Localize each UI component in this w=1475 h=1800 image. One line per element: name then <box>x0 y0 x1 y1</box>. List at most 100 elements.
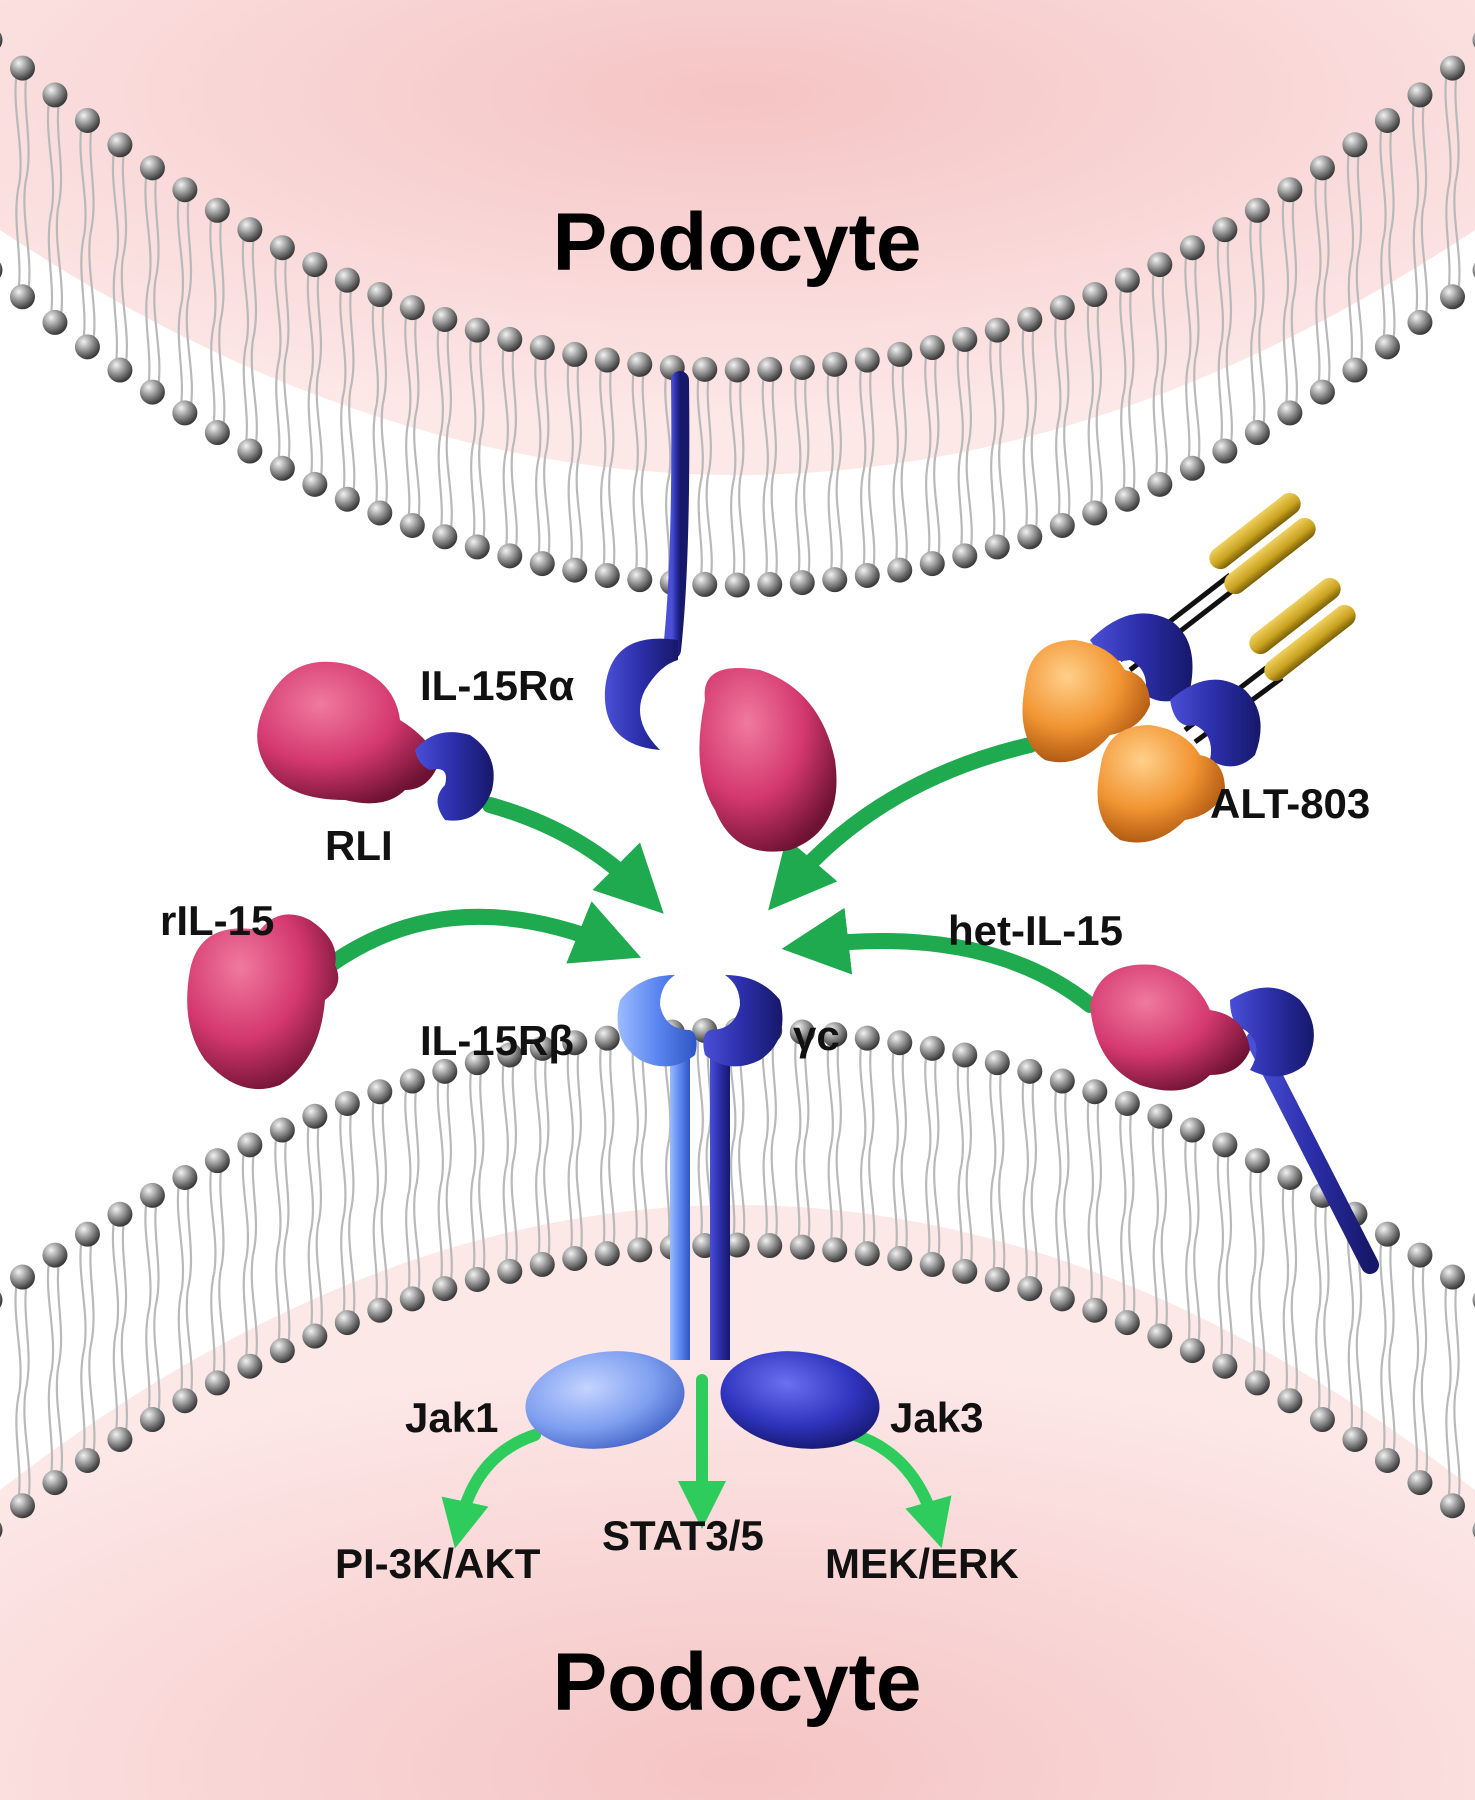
lipid-head <box>757 571 783 597</box>
lipid-tail <box>1030 427 1038 537</box>
lipid-tail <box>55 1368 64 1483</box>
lipid-tail <box>413 1189 421 1300</box>
lipid-tail <box>640 471 648 580</box>
lipid-head <box>887 1030 913 1056</box>
lipid-head <box>367 1297 393 1323</box>
lipid-head <box>42 82 68 108</box>
alt803-ra-upper <box>1090 613 1193 702</box>
lipid-head <box>789 355 815 381</box>
lipid-tail <box>998 438 1006 548</box>
lipid-head <box>529 1035 555 1061</box>
lipid-tail <box>1021 1071 1029 1181</box>
label-het-il15: het-IL-15 <box>948 907 1123 954</box>
top-membrane <box>0 32 1475 598</box>
lipid-head <box>139 155 165 181</box>
lipid-head <box>1277 177 1303 203</box>
lipid-tail <box>436 1071 444 1181</box>
lipid-head <box>822 567 848 593</box>
lipid-head <box>562 341 588 367</box>
lipid-tail <box>1119 1103 1127 1214</box>
lipid-tail <box>315 1226 323 1337</box>
lipid-head <box>464 317 490 343</box>
lipid-head <box>399 512 425 538</box>
lipid-tail <box>1445 182 1451 297</box>
lipid-tail <box>1314 1195 1322 1308</box>
lipid-tail <box>1281 189 1290 302</box>
lipid-tail <box>1411 94 1420 209</box>
lipid-tail <box>1420 208 1429 323</box>
lipid-head <box>107 1426 133 1452</box>
lipid-head <box>854 1241 880 1267</box>
lipid-tail <box>176 1177 185 1290</box>
lipid-head <box>0 1522 3 1538</box>
lipid-head <box>172 400 198 426</box>
lipid-tail <box>185 1288 193 1401</box>
lipid-head <box>789 1234 815 1260</box>
lipid-tail <box>891 1042 899 1151</box>
lipid-tail <box>436 319 444 429</box>
lipid-head <box>139 1407 165 1433</box>
lipid-head <box>1374 107 1400 133</box>
lipid-head <box>724 572 750 598</box>
het-il15-stalk <box>1246 1031 1379 1274</box>
lipid-tail <box>1379 1233 1387 1348</box>
lipid-tail <box>535 455 541 564</box>
bottom-cell-cytoplasm <box>0 1205 1475 1800</box>
het-il15-arrow <box>781 907 1098 1013</box>
lipid-tail <box>1030 1179 1038 1289</box>
lipid-head <box>887 1245 913 1271</box>
lipid-head <box>854 562 880 588</box>
lipid-tail <box>1226 1144 1233 1256</box>
lipid-head <box>822 351 848 377</box>
lipid-head <box>627 567 653 593</box>
lipid-tail <box>339 1103 347 1214</box>
lipid-head <box>1342 357 1368 383</box>
lipid-tail <box>79 120 87 234</box>
lipid-tail <box>738 1137 746 1246</box>
lipid-tail <box>24 1276 30 1392</box>
lipid-tail <box>956 1054 964 1164</box>
lipid-tail <box>144 1195 152 1308</box>
lipid-tail <box>1054 1080 1062 1191</box>
lipid-tail <box>1445 1391 1451 1506</box>
lipid-tail <box>510 447 518 557</box>
lipid-head <box>399 1068 425 1094</box>
lipid-head <box>399 295 425 321</box>
lipid-tail <box>566 1042 574 1151</box>
lipid-tail <box>445 1179 453 1289</box>
lipid-head <box>594 1025 620 1051</box>
lipid-tail <box>209 210 217 322</box>
lipid-head <box>1082 500 1108 526</box>
lipid-tail <box>1184 247 1192 359</box>
lipid-tail <box>445 427 453 537</box>
lipid-head <box>1342 1426 1368 1452</box>
lipid-tail <box>1444 1276 1452 1392</box>
lipid-head <box>757 1233 783 1259</box>
lipid-head <box>1244 197 1270 223</box>
il15ra-stalk <box>663 371 690 659</box>
lipid-head <box>432 524 458 550</box>
lipid-head <box>1277 1388 1303 1414</box>
lipid-tail <box>729 369 737 478</box>
lipid-head <box>757 356 783 382</box>
lipid-tail <box>306 1116 315 1227</box>
lipid-head <box>822 1237 848 1263</box>
lipid-tail <box>1389 1233 1395 1348</box>
lipid-head <box>1309 379 1335 405</box>
lipid-tail <box>640 1142 648 1251</box>
lipid-tail <box>1291 1177 1298 1290</box>
lipid-head <box>594 562 620 588</box>
lipid-tail <box>933 455 941 564</box>
lipid-head <box>334 1310 360 1336</box>
lipid-tail <box>274 1129 282 1241</box>
label-jak1: Jak1 <box>405 1394 498 1441</box>
lipid-tail <box>544 1048 550 1157</box>
lipid-tail <box>372 403 378 514</box>
lipid-tail <box>14 1276 22 1392</box>
lipid-head <box>334 1090 360 1116</box>
lipid-tail <box>600 467 606 576</box>
lipid-head <box>204 197 230 223</box>
lipid-tail <box>924 347 932 456</box>
lipid-head <box>497 1042 523 1068</box>
lipid-head <box>1407 309 1433 335</box>
